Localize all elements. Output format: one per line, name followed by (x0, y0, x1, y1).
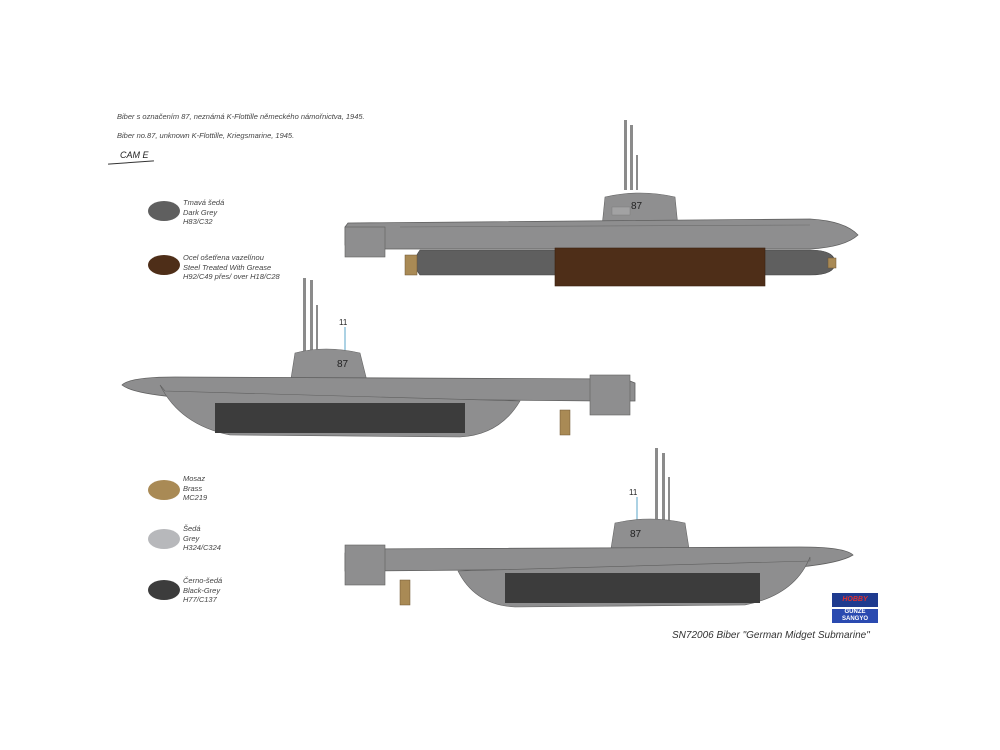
hull-number: 87 (631, 201, 643, 212)
color-name-en: Black-Grey (183, 585, 221, 595)
gunze-logo-text: GUNZE (844, 609, 866, 615)
swatch-black-grey (148, 580, 180, 600)
swatch-brass (148, 480, 180, 500)
color-name-cz: Ocel ošetřena vazelínou (183, 253, 264, 262)
swatch-label-black-grey: Černo-šedá Black-Grey H77/C137 (183, 576, 222, 605)
submarine-middle: 11 87 (121, 278, 636, 438)
color-code: H324/C324 (183, 543, 221, 552)
hobby-logo: HOBBY (832, 593, 878, 607)
swatch-grey (148, 529, 180, 549)
color-name-en: Grey (183, 533, 200, 543)
submarine-top-with-torpedo: 87 (344, 120, 859, 287)
callout-number: 11 (629, 488, 638, 497)
swatch-label-grey: Šedá Grey H324/C324 (183, 524, 221, 553)
color-code: H77/C137 (183, 595, 217, 604)
color-name-cz: Černo-šedá (183, 576, 223, 585)
swatch-steel-grease (148, 255, 180, 275)
swatch-label-brass: Mosaz Brass MC219 (183, 474, 207, 503)
caption-english: Biber no.87, unknown K-Flottille, Kriegs… (117, 131, 295, 140)
color-name-en: Dark Grey (183, 207, 218, 217)
caption-czech: Biber s označením 87, neznámá K-Flottill… (117, 112, 365, 121)
swatch-label-dark-grey: Tmavá šedá Dark Grey H83/C32 (183, 198, 224, 227)
sangyo-logo-text: SANGYO (841, 616, 868, 622)
camouflage-underline (108, 160, 154, 165)
submarine-bottom: 11 87 (344, 448, 854, 608)
hull-number: 87 (630, 529, 642, 540)
hull-number: 87 (337, 359, 349, 370)
product-title: SN72006 Biber "German Midget Submarine" (672, 630, 870, 641)
hobby-logo-text: HOBBY (842, 596, 868, 603)
color-code: H92/C49 přes/ over H18/C28 (183, 272, 280, 281)
color-name-en: Brass (183, 483, 203, 493)
color-name-cz: Mosaz (183, 474, 206, 483)
swatch-dark-grey (148, 201, 180, 221)
color-name-cz: Tmavá šedá (183, 198, 225, 207)
gunze-sangyo-logo: GUNZE SANGYO (832, 609, 878, 623)
color-name-cz: Šedá (183, 524, 201, 533)
color-code: MC219 (183, 493, 208, 502)
color-code: H83/C32 (183, 217, 213, 226)
color-name-en: Steel Treated With Grease (183, 262, 272, 272)
callout-number: 11 (339, 318, 348, 327)
camouflage-label: CAM E (120, 150, 149, 160)
swatch-label-steel-grease: Ocel ošetřena vazelínou Steel Treated Wi… (183, 253, 280, 282)
